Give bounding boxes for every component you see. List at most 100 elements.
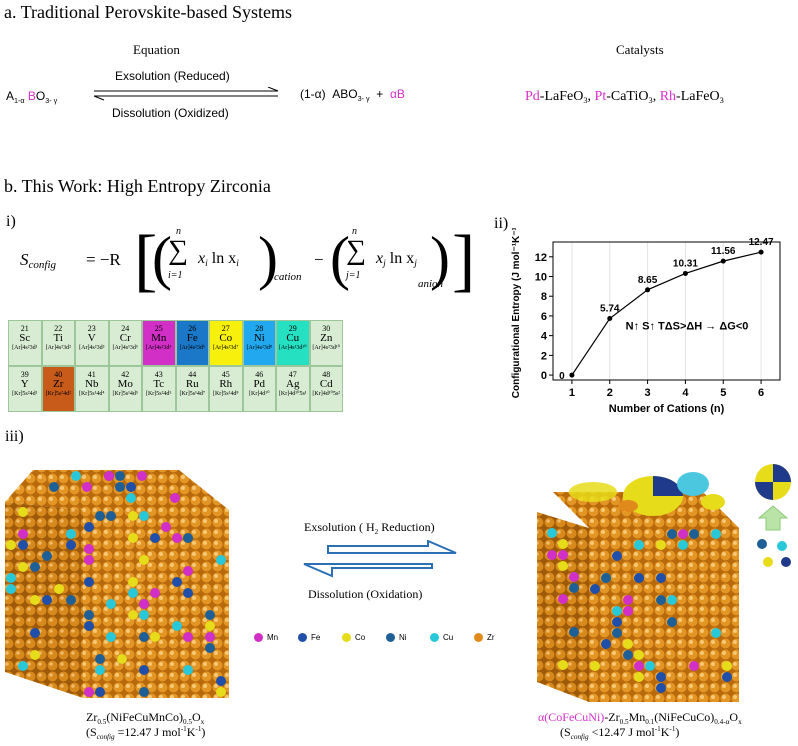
dopant-atom (678, 529, 688, 539)
dopant-atom (126, 482, 136, 492)
dopant-atom (634, 672, 644, 682)
exsolution-label: Exsolution ( H2 Reduction) (304, 520, 435, 536)
data-label: 8.65 (638, 275, 658, 286)
dopant-atom (569, 583, 579, 593)
dopant-atom (623, 650, 633, 660)
dopant-atom (667, 617, 677, 627)
dopant-atom (216, 687, 226, 697)
dopant-atom (161, 522, 171, 532)
dopant-atom (42, 595, 52, 605)
equilibrium-arrow-icon (93, 87, 279, 101)
reverse-reaction-label: Dissolution (Oxidized) (112, 106, 229, 120)
formula-paren-right: ) (258, 225, 278, 291)
formula-paren-left: ( (152, 225, 172, 291)
dopant-atom (84, 687, 94, 697)
dopant-atom (170, 493, 180, 503)
y-tick-label: 8 (541, 291, 547, 303)
dopant-atom (689, 529, 699, 539)
dopant-atom (183, 588, 193, 598)
dopant-atom (117, 654, 127, 664)
data-point (682, 270, 688, 276)
dopant-atom (139, 687, 149, 697)
y-tick-label: 6 (541, 311, 547, 323)
x-tick-label: 4 (682, 387, 689, 399)
dopant-atom (722, 661, 732, 671)
dopant-atom (115, 482, 125, 492)
dopant-atom (711, 529, 721, 539)
dopant-atom (84, 555, 94, 565)
legend-item-cu: Cu (430, 633, 453, 643)
dopant-atom (601, 573, 611, 583)
legend-swatch (386, 633, 395, 643)
exsolved-particle (755, 464, 791, 567)
dopant-atom (558, 561, 568, 571)
dopant-atom (569, 627, 579, 637)
dopant-atom (54, 584, 64, 594)
dopant-atom (128, 610, 138, 620)
dopant-atom (106, 511, 116, 521)
dopant-atom (558, 594, 568, 604)
dopant-atom (667, 529, 677, 539)
dopant-atom (634, 540, 644, 550)
data-point (645, 287, 651, 293)
dopant-atom (150, 533, 160, 543)
data-point (607, 315, 613, 321)
dopant-atom (104, 471, 114, 481)
dopant-atom (128, 533, 138, 543)
dopant-atom (183, 665, 193, 675)
dopant-atom (139, 555, 149, 565)
entropy-formula: Sconfig = −R [ ( n ∑ i=1 xi ln xi ) cati… (20, 222, 476, 299)
dopant-atom (95, 687, 105, 697)
dopant-atom (656, 683, 666, 693)
dopant-atom (216, 555, 226, 565)
section-b-title: b. This Work: High Entropy Zirconia (4, 176, 271, 196)
legend-item-zr: Zr (474, 633, 495, 643)
dopant-atom (205, 643, 215, 653)
perovskite-reactant: A1-α BO3- γ (6, 89, 58, 105)
dopant-atom (18, 540, 28, 550)
catalyst-item: Pt-CaTiO3, (594, 89, 660, 105)
dopant-atom (667, 595, 677, 605)
perovskite-product: (1-α) ABO3- γ + αB (300, 87, 405, 103)
dopant-atom (547, 528, 557, 538)
dopant-atom (634, 650, 644, 660)
entropy-series-line (571, 251, 762, 376)
x-axis-label: Number of Cations (n) (609, 403, 725, 415)
dopant-atom (95, 654, 105, 664)
dopant-atom (656, 540, 666, 550)
dopant-atom (66, 529, 76, 539)
dopant-atom (95, 665, 105, 675)
formula-lhs: Sconfig (20, 250, 56, 271)
section-a-title: a. Traditional Perovskite-based Systems (4, 2, 292, 22)
dopant-atom (623, 606, 633, 616)
dopant-atom (126, 493, 136, 503)
data-point (720, 258, 726, 264)
dopant-atom (689, 661, 699, 671)
x-tick-label: 1 (569, 387, 575, 399)
legend-swatch (298, 633, 307, 643)
dopant-atom (711, 628, 721, 638)
dopant-atom (18, 507, 28, 517)
formula-bracket-left: [ (134, 222, 158, 299)
dopant-atom (547, 550, 557, 560)
catalysts-header: Catalysts (616, 42, 664, 57)
dopant-atom (601, 639, 611, 649)
dopant-atom (150, 588, 160, 598)
y-tick-label: 10 (535, 272, 547, 284)
reversible-arrow-icon (303, 540, 457, 578)
right-caption: α(CoFeCuNi)-Zr0.5Mn0.1(NiFeCuCo)0.4-αOx (538, 710, 742, 726)
dissolution-label: Dissolution (Oxidation) (308, 587, 423, 601)
dopant-atom (139, 632, 149, 642)
x-tick-label: 5 (720, 387, 726, 399)
y-tick-label: 4 (541, 331, 548, 343)
